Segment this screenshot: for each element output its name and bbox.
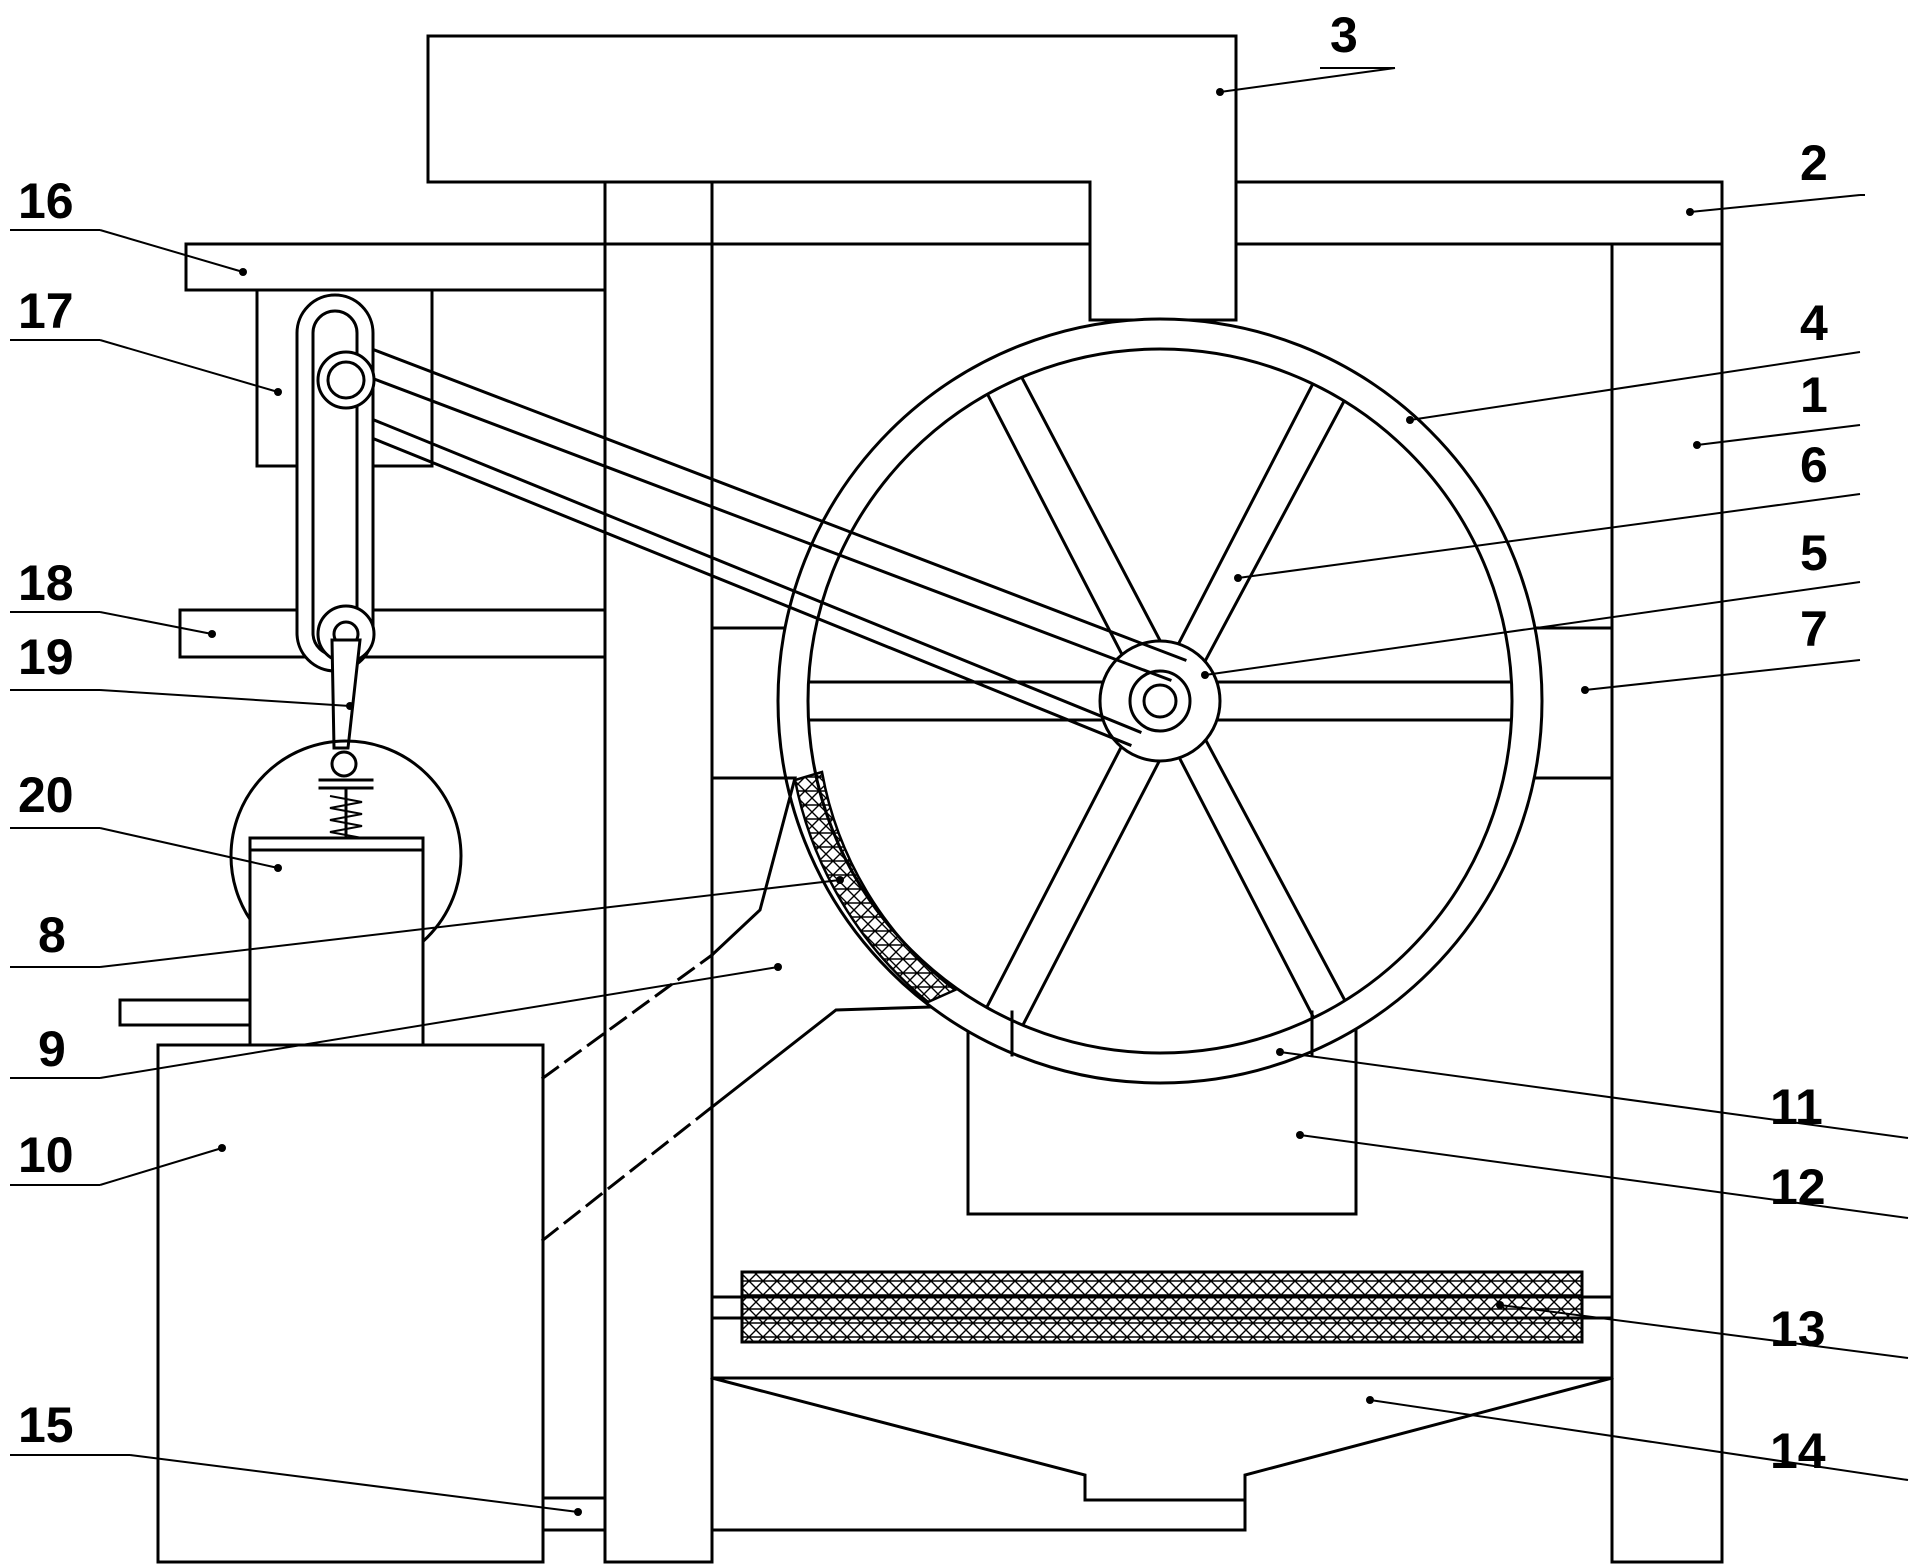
label-11: 11 [1770, 1079, 1823, 1135]
label-16: 16 [18, 173, 74, 229]
screen-13 [710, 1270, 1614, 1344]
leader-lines [10, 67, 1909, 1516]
label-8: 8 [38, 907, 66, 963]
label-1: 1 [1800, 367, 1828, 423]
right-column [1610, 242, 1724, 1564]
arm-18 [178, 608, 607, 659]
label-20: 20 [18, 767, 74, 823]
drive-belt [313, 331, 1187, 747]
label-17: 17 [18, 283, 74, 339]
label-7: 7 [1800, 601, 1828, 657]
label-5: 5 [1800, 525, 1828, 581]
chute-9 [540, 776, 932, 1243]
part-labels: 3 2 4 1 6 5 7 11 12 13 14 16 17 18 19 20… [18, 7, 1828, 1479]
label-18: 18 [18, 555, 74, 611]
label-9: 9 [38, 1021, 66, 1077]
label-10: 10 [18, 1127, 74, 1183]
label-14: 14 [1770, 1423, 1826, 1479]
label-15: 15 [18, 1397, 74, 1453]
wheel [776, 317, 1544, 1085]
vertical-belt [295, 293, 376, 673]
pipe-15 [541, 1496, 607, 1532]
label-6: 6 [1800, 437, 1828, 493]
box-10 [156, 1043, 545, 1564]
label-13: 13 [1770, 1301, 1826, 1357]
top-hopper [426, 34, 1238, 322]
label-12: 12 [1770, 1159, 1826, 1215]
label-3: 3 [1330, 7, 1358, 63]
crank-rod-19 [330, 638, 362, 778]
bottom-hopper-14 [710, 1376, 1614, 1532]
left-column [603, 180, 714, 1564]
label-4: 4 [1800, 295, 1828, 351]
label-19: 19 [18, 629, 74, 685]
label-2: 2 [1800, 135, 1828, 191]
arm-16 [184, 242, 607, 292]
piston-box [118, 836, 425, 1047]
